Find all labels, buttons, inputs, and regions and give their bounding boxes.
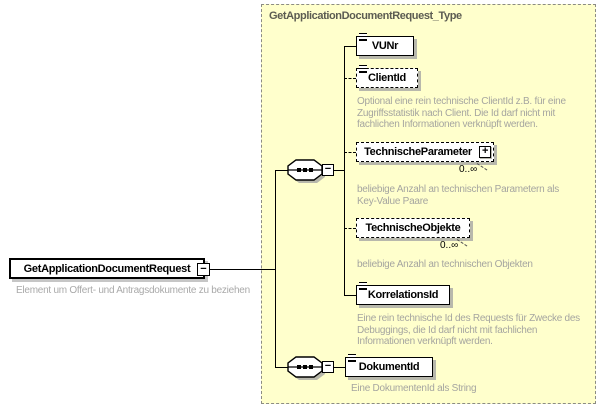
element-korrelationsid[interactable]: KorrelationsId [356,282,450,305]
connector-dokumentid [334,367,345,368]
annotation-technischeobjekte: beliebige Anzahl an technischen Objekten [357,259,533,270]
cardinality-technischeparameter: 0..∞ [459,164,478,175]
connector-clientid [344,78,356,79]
connector-technischeparameter [344,152,356,153]
element-label: ClientId [368,72,406,84]
annotation-dokumentid: Eine DokumentenId als String [351,383,477,394]
element-vunr[interactable]: VUNr [356,33,414,56]
connector-seq1-out [334,170,345,171]
connector-trunk-left [275,170,276,368]
element-label: GetApplicationDocumentRequest [23,262,191,275]
connector-vunr [344,46,356,47]
collapse-toggle-sequence-1[interactable]: − [322,164,334,176]
element-technischeparameter[interactable]: TechnischeParameter + [356,142,494,162]
text-content-icon [348,354,356,362]
element-label: TechnischeParameter [364,146,472,158]
element-label: VUNr [371,40,399,52]
sequence-icon [287,159,325,183]
connector-korrelationsid [344,295,356,296]
text-content-icon [359,282,367,290]
element-label: TechnischeObjekte [365,222,461,234]
complex-type-container [261,4,596,404]
element-technischeobjekte[interactable]: TechnischeObjekte [356,218,470,238]
connector-root [210,269,276,270]
annotation-root: Element um Offert- und Antragsdokumente … [16,285,250,296]
element-clientid[interactable]: ClientId [356,65,418,88]
connector-technischeobjekte [344,228,356,229]
element-label: DokumentId [358,361,420,373]
element-getapplicationdocumentrequest[interactable]: GetApplicationDocumentRequest [9,258,205,279]
complex-type-title: GetApplicationDocumentRequest_Type [269,10,462,22]
collapse-toggle-root[interactable]: − [197,263,210,276]
cardinality-technischeobjekte: 0..∞ [440,240,459,251]
connector-seq1-in [275,170,288,171]
annotation-technischeparameter: beliebige Anzahl an technischen Paramete… [357,184,559,207]
annotation-korrelationsid: Eine rein technische Id des Requests für… [357,313,580,347]
collapse-toggle-sequence-2[interactable]: − [322,361,334,373]
text-content-icon [359,65,367,73]
element-dokumentid[interactable]: DokumentId [345,354,433,377]
sequence-icon [287,356,325,380]
connector-trunk-children [344,46,345,296]
element-label: KorrelationsId [367,289,439,301]
connector-seq2-in [275,367,288,368]
expand-toggle-technischeparameter[interactable]: + [479,146,491,158]
annotation-clientid: Optional eine rein technische ClientId z… [357,96,566,130]
text-content-icon [359,33,367,41]
